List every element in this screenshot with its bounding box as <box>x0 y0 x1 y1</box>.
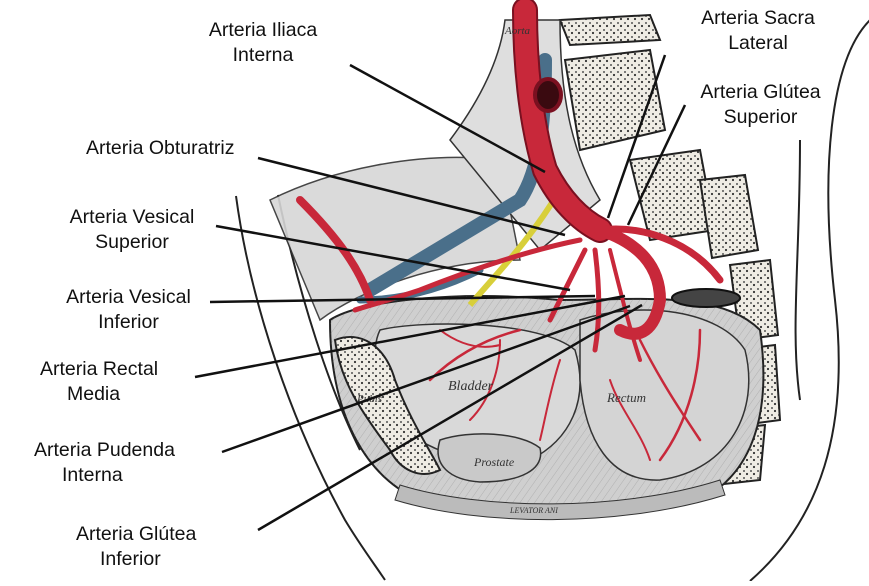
label-line: Interna <box>188 43 338 68</box>
label-glutea-superior: Arteria Glútea Superior <box>683 80 838 130</box>
label-line: Lateral <box>683 31 833 56</box>
label-sacra-lateral: Arteria Sacra Lateral <box>683 6 833 56</box>
label-rectal-media: Arteria Rectal Media <box>40 357 158 407</box>
levator-label: LEVATOR ANI <box>509 506 558 515</box>
label-line: Inferior <box>46 310 211 335</box>
label-line: Arteria Rectal <box>40 357 158 382</box>
label-line: Arteria Vesical <box>52 205 212 230</box>
label-line: Arteria Glútea <box>76 522 196 547</box>
vessel-cut <box>535 79 561 111</box>
pelvic-organs <box>330 289 763 520</box>
ischial-spine <box>672 289 740 307</box>
rectum-label: Rectum <box>606 390 646 405</box>
label-line: Media <box>40 382 158 407</box>
label-line: Arteria Sacra <box>683 6 833 31</box>
label-line: Arteria Vesical <box>46 285 211 310</box>
aorta-label: Aorta <box>504 25 531 37</box>
label-iliaca-interna: Arteria Iliaca Interna <box>188 18 338 68</box>
label-vesical-superior: Arteria Vesical Superior <box>52 205 212 255</box>
prostate-label: Prostate <box>473 455 515 469</box>
label-line: Arteria Glútea <box>683 80 838 105</box>
label-line: Arteria Iliaca <box>188 18 338 43</box>
label-obturatriz: Arteria Obturatriz <box>86 136 234 161</box>
bladder-label: Bladder <box>448 379 494 394</box>
label-line: Arteria Pudenda <box>34 438 175 463</box>
label-line: Arteria Obturatriz <box>86 136 234 161</box>
label-line: Superior <box>52 230 212 255</box>
label-vesical-inferior: Arteria Vesical Inferior <box>46 285 211 335</box>
label-line: Superior <box>683 105 838 130</box>
label-pudenda-interna: Arteria Pudenda Interna <box>34 438 175 488</box>
label-line: Interna <box>34 463 175 488</box>
label-line: Inferior <box>76 547 196 572</box>
label-glutea-inferior: Arteria Glútea Inferior <box>76 522 196 572</box>
